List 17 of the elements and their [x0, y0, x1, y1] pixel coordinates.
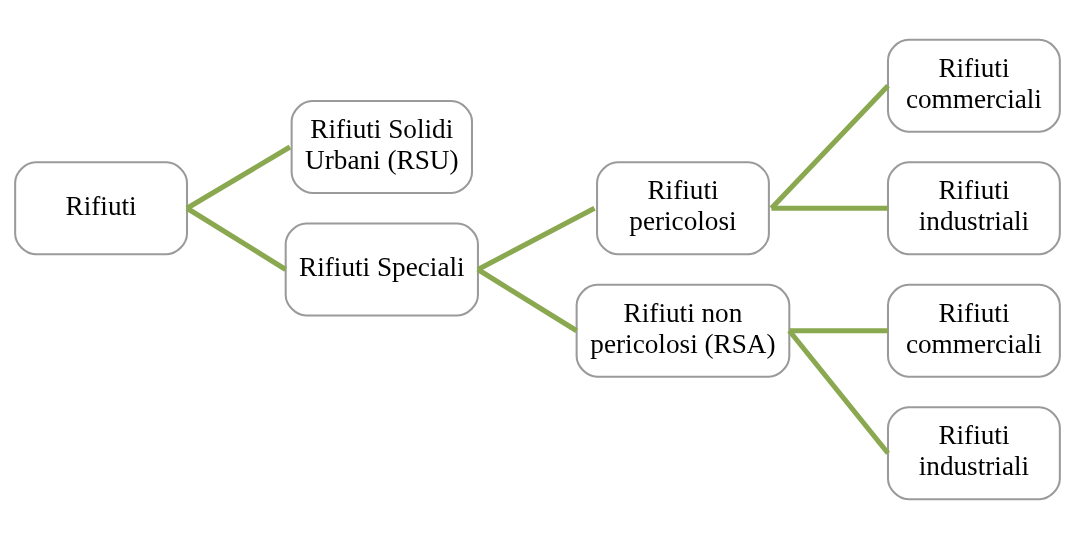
connector — [769, 83, 890, 210]
node-box: Rifiuti Speciali — [284, 222, 479, 316]
node-box: Rifiuti industriali — [887, 160, 1061, 255]
node-box: Rifiuti industriali — [887, 405, 1061, 500]
connector — [185, 205, 288, 272]
node-box: Rifiuti non pericolosi (RSA) — [575, 283, 791, 378]
node-box: Rifiuti Solidi Urbani (RSU) — [290, 99, 473, 194]
connector — [787, 328, 890, 455]
connector — [476, 266, 578, 333]
node-box: Rifiuti — [14, 160, 188, 255]
connector — [185, 144, 292, 210]
node-box: Rifiuti commerciali — [887, 38, 1061, 133]
connector — [789, 327, 888, 333]
node-box: Rifiuti commerciali — [887, 283, 1061, 378]
connector — [771, 205, 888, 211]
node-box: Rifiuti pericolosi — [596, 160, 770, 255]
connector — [476, 205, 596, 272]
